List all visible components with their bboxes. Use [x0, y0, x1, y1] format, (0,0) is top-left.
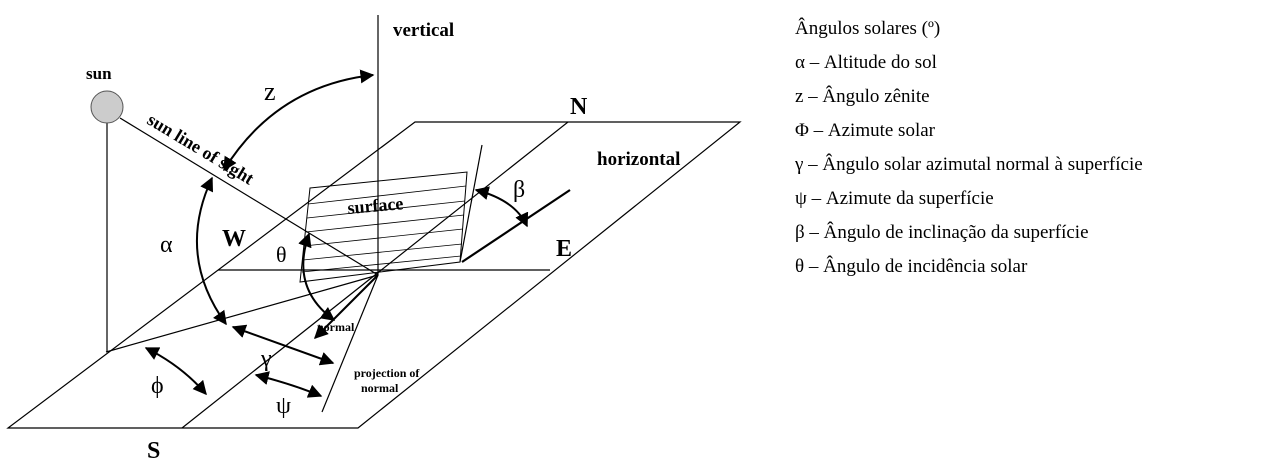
- legend-item-z: z – Ângulo zênite: [795, 86, 930, 107]
- south-label: S: [147, 438, 160, 462]
- solar-angles-diagram: vertical sun z N horizontal sun line of …: [6, 15, 742, 462]
- sun-label: sun: [86, 64, 112, 83]
- sun-icon: [90, 90, 124, 124]
- projection-of-normal-label-line1: projection of: [354, 366, 420, 380]
- surface-tilt-edge: [459, 144, 483, 263]
- legend-title: Ângulos solares (º): [795, 18, 941, 39]
- west-label: W: [222, 226, 246, 252]
- alpha-label: α: [160, 232, 173, 258]
- gamma-label: γ: [260, 346, 272, 372]
- horizontal-plane: [6, 121, 742, 429]
- beta-label: β: [513, 177, 525, 203]
- north-south-line: [181, 121, 569, 429]
- legend-item-theta: θ – Ângulo de incidência solar: [795, 256, 1028, 277]
- projection-of-normal-label-line2: normal: [361, 381, 399, 395]
- legend-item-alpha: α – Altitude do sol: [795, 52, 937, 73]
- sun-line-of-sight-label: sun line of sight: [144, 109, 258, 188]
- legend-item-gamma: γ – Ângulo solar azimutal normal à super…: [795, 154, 1143, 175]
- vertical-label: vertical: [393, 20, 454, 41]
- psi-label: ψ: [276, 393, 291, 419]
- surface-label: surface: [347, 193, 405, 218]
- east-label: E: [556, 236, 572, 262]
- phi-angle-arc: [144, 347, 207, 396]
- z-angle-arc: [223, 69, 375, 172]
- phi-label: ϕ: [151, 373, 164, 399]
- legend-item-beta: β – Ângulo de inclinação da superfície: [795, 222, 1089, 243]
- beta-angle-arc: [474, 186, 529, 228]
- alpha-angle-arc: [196, 176, 227, 326]
- normal-label: normal: [317, 320, 355, 334]
- zenith-angle-label: z: [264, 77, 276, 106]
- theta-label: θ: [276, 242, 287, 267]
- sun-line-of-sight: [119, 117, 379, 276]
- sun-azimuth-line: [105, 274, 379, 353]
- projection-of-normal-line: [321, 274, 379, 413]
- theta-angle-arc: [298, 232, 336, 321]
- legend-item-phi: Φ – Azimute solar: [795, 120, 935, 141]
- legend-item-psi: ψ – Azimute da superfície: [795, 188, 994, 209]
- gamma-angle-arc: [231, 324, 335, 366]
- psi-angle-arc: [254, 371, 323, 398]
- horizontal-label: horizontal: [597, 149, 680, 170]
- north-label: N: [570, 94, 588, 120]
